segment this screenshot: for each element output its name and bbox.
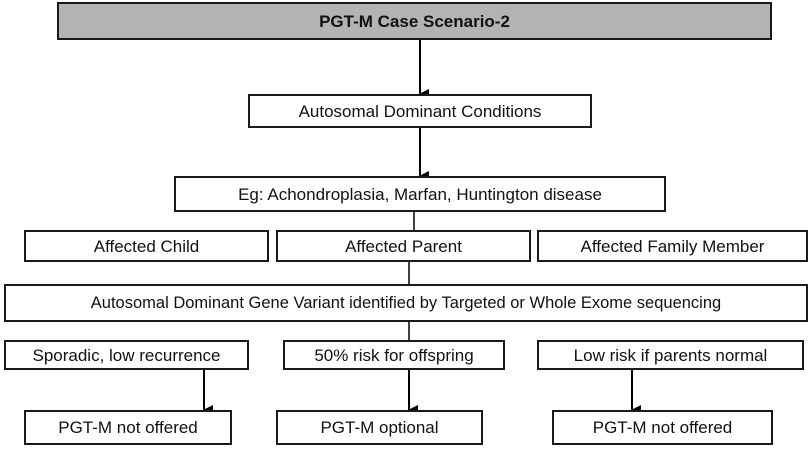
affected-family-member-box: Affected Family Member	[537, 230, 808, 262]
risk-family-box: Low risk if parents normal	[537, 340, 804, 370]
outcome-parent-box: PGT-M optional	[276, 410, 483, 445]
category-box: Autosomal Dominant Conditions	[248, 94, 592, 128]
risk-parent-box: 50% risk for offspring	[283, 340, 505, 370]
outcome-family-box: PGT-M not offered	[552, 410, 773, 445]
affected-child-box: Affected Child	[24, 230, 269, 262]
variant-box: Autosomal Dominant Gene Variant identifi…	[4, 284, 808, 322]
risk-child-box: Sporadic, low recurrence	[4, 340, 249, 370]
diagram-title: PGT-M Case Scenario-2	[57, 2, 772, 40]
outcome-child-box: PGT-M not offered	[24, 410, 232, 445]
affected-parent-box: Affected Parent	[276, 230, 531, 262]
examples-box: Eg: Achondroplasia, Marfan, Huntington d…	[174, 176, 666, 212]
